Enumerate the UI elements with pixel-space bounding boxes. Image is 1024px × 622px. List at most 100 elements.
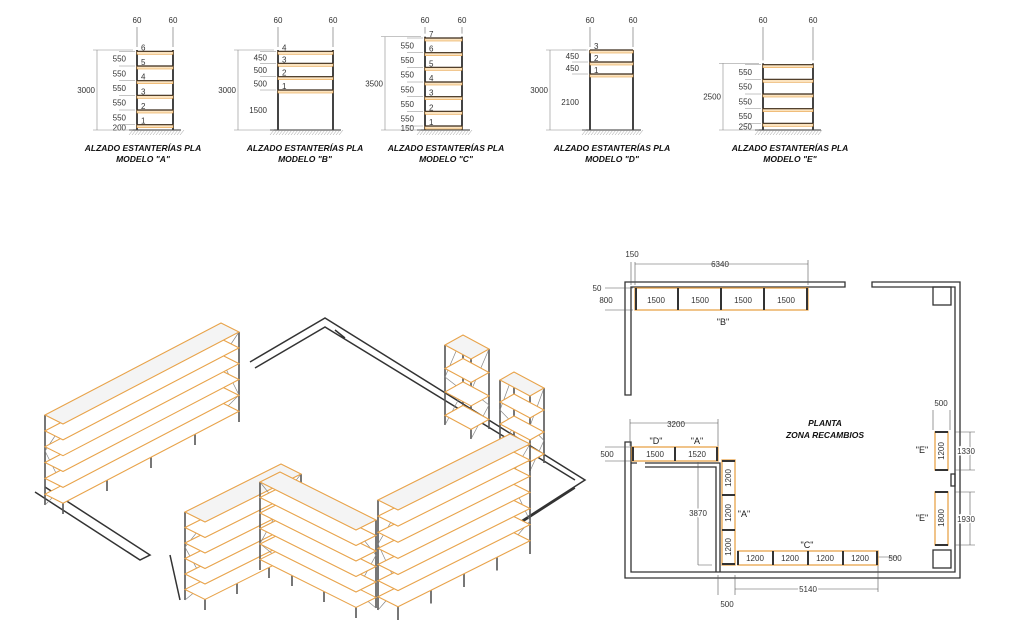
- shelf-number: 1: [282, 82, 287, 91]
- ground-hatch: [146, 129, 152, 136]
- shelf-number: 1: [429, 118, 434, 127]
- ground-hatch: [425, 129, 431, 136]
- iso-rack: [443, 334, 491, 440]
- plan-uprights: [632, 288, 948, 565]
- ground-hatch: [811, 129, 817, 136]
- shelf-b-4: 1500: [777, 296, 795, 305]
- ground-hatch: [599, 129, 605, 136]
- ground-hatch: [808, 129, 814, 136]
- dim-500-bottom: 500: [720, 600, 734, 609]
- iso-rack: [376, 433, 532, 620]
- dim-3200: 3200: [667, 420, 685, 429]
- ground-hatch: [131, 129, 137, 136]
- shelf-number: 3: [141, 87, 146, 96]
- post-width-dim: 60: [458, 16, 467, 25]
- iso-walls: [34, 317, 587, 601]
- post-width-dim: 60: [133, 16, 142, 25]
- ground-hatch: [626, 129, 632, 136]
- ground-hatch: [326, 129, 332, 136]
- dim-50: 50: [593, 284, 602, 293]
- total-height-dim: 3000: [77, 86, 95, 95]
- iso-shelf: [376, 433, 532, 511]
- ground-hatch: [781, 129, 787, 136]
- spacing-dim: 550: [739, 83, 753, 92]
- shelf-c-2: 1200: [781, 554, 799, 563]
- shelf-number: 3: [594, 42, 599, 51]
- spacing-dim: 550: [739, 68, 753, 77]
- shelf-a-top: 1520: [688, 450, 706, 459]
- iso-shelf: [43, 322, 241, 425]
- spacing-dim: 500: [254, 66, 268, 75]
- ground-hatch: [332, 129, 338, 136]
- ground-hatch: [143, 129, 149, 136]
- shelf-a-1: 1200: [724, 469, 733, 487]
- shelf-a-3: 1200: [724, 538, 733, 556]
- ground-hatch: [137, 129, 143, 136]
- isometric-view: [34, 317, 587, 620]
- total-height-dim: 3500: [365, 79, 383, 88]
- shelf-number: 5: [429, 59, 434, 68]
- iso-shelf: [443, 381, 491, 407]
- label-a-side: "A": [738, 509, 750, 519]
- ground-hatch: [790, 129, 796, 136]
- spacing-dim: 550: [401, 71, 415, 80]
- ground-hatch: [308, 129, 314, 136]
- ground-hatch: [140, 129, 146, 136]
- shelf-number: 1: [141, 117, 146, 126]
- shelf-number: 3: [429, 89, 434, 98]
- iso-shelf: [443, 334, 491, 360]
- ground-hatch: [431, 129, 437, 136]
- elevation-title: ALZADO ESTANTERÍAS PLA: [731, 143, 848, 153]
- spacing-dim: 550: [113, 69, 127, 78]
- ground-hatch: [769, 129, 775, 136]
- ground-hatch: [608, 129, 614, 136]
- ground-hatch: [461, 129, 467, 136]
- post-width-dim: 60: [421, 16, 430, 25]
- spacing-dim: 200: [113, 123, 127, 132]
- spacing-dim: 550: [401, 56, 415, 65]
- ground-hatch: [793, 129, 799, 136]
- label-c: "C": [801, 540, 814, 550]
- plan-subtitle: ZONA RECAMBIOS: [785, 430, 864, 440]
- ground-hatch: [428, 129, 434, 136]
- dim-150: 150: [625, 250, 639, 259]
- ground-hatch: [581, 129, 587, 136]
- ground-hatch: [596, 129, 602, 136]
- ground-hatch: [419, 129, 425, 136]
- shelf-number: 3: [282, 55, 287, 64]
- shelf-number: 7: [429, 30, 434, 39]
- post-width-dim: 60: [274, 16, 283, 25]
- spacing-dim: 550: [401, 85, 415, 94]
- spacing-dim: 450: [566, 52, 580, 61]
- spacing-dim: 250: [739, 123, 753, 132]
- elevation-model: MODELO "D": [585, 154, 640, 164]
- label-d: "D": [650, 436, 663, 446]
- spacing-dim: 550: [401, 41, 415, 50]
- ground-hatch: [802, 129, 808, 136]
- ground-hatch: [584, 129, 590, 136]
- ground-hatch: [329, 129, 335, 136]
- ground-hatch: [155, 129, 161, 136]
- ground-hatch: [305, 129, 311, 136]
- ground-hatch: [760, 129, 766, 136]
- ground-hatch: [787, 129, 793, 136]
- elevation-model: MODELO "C": [419, 154, 474, 164]
- plan-walls: [624, 281, 961, 579]
- ground-hatch: [443, 129, 449, 136]
- ground-hatch: [455, 129, 461, 136]
- ground-hatch: [164, 129, 170, 136]
- ground-hatch: [617, 129, 623, 136]
- ground-hatch: [763, 129, 769, 136]
- elevation-model: MODELO "E": [763, 154, 817, 164]
- ground-hatch: [440, 129, 446, 136]
- iso-rack: [258, 471, 378, 618]
- shelf-b-3: 1500: [734, 296, 752, 305]
- ground-hatch: [623, 129, 629, 136]
- ground-hatch: [299, 129, 305, 136]
- ground-hatch: [290, 129, 296, 136]
- ground-hatch: [278, 129, 284, 136]
- ground-hatch: [775, 129, 781, 136]
- ground-hatch: [284, 129, 290, 136]
